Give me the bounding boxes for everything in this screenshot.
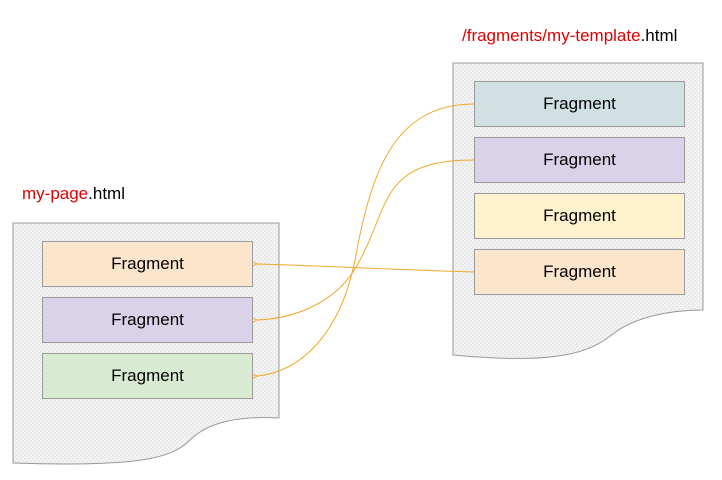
left-fragment-3: Fragment	[42, 353, 253, 399]
left-document-extension: .html	[88, 184, 125, 203]
right-fragment-1: Fragment	[474, 81, 685, 127]
connector-arrow-bottom-to-first	[257, 264, 475, 273]
left-fragment-1: Fragment	[42, 241, 253, 287]
right-document-extension: .html	[640, 26, 678, 45]
left-fragment-2: Fragment	[42, 297, 253, 343]
right-fragment-3: Fragment	[474, 193, 685, 239]
connector-arrow-second-to-second	[257, 159, 475, 320]
right-fragment-4: Fragment	[474, 249, 685, 295]
right-document-filename: /fragments/my-template	[462, 26, 641, 45]
left-document-title: my-page.html	[22, 184, 125, 204]
connector-arrow-first-to-third	[257, 103, 475, 376]
right-document-title: /fragments/my-template.html	[462, 26, 677, 46]
left-document-filename: my-page	[22, 184, 89, 203]
right-fragment-2: Fragment	[474, 137, 685, 183]
